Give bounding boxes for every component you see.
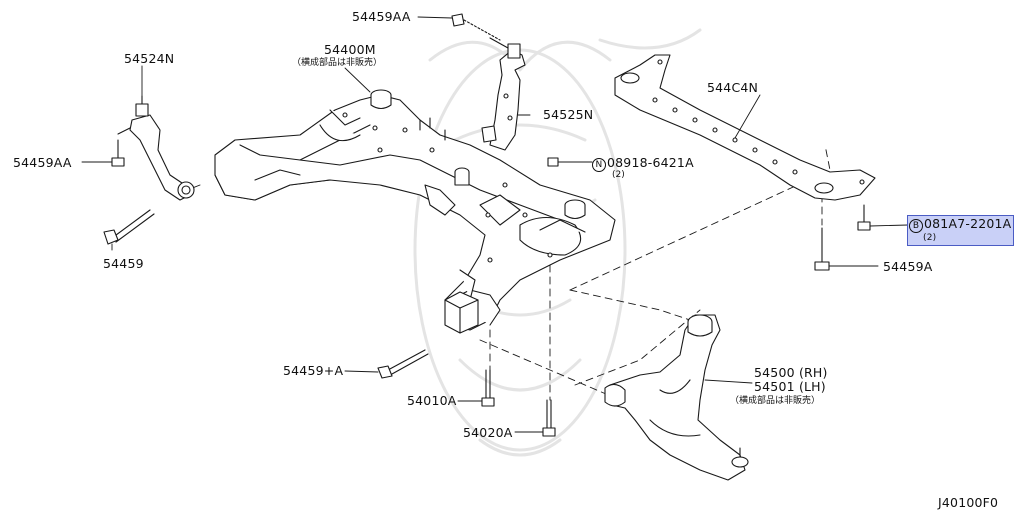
- label-54459-plus-A[interactable]: 54459+A: [283, 363, 344, 378]
- bolt-54459-plus-A: [377, 349, 429, 379]
- bolt-54020A: [542, 399, 556, 437]
- label-54459A[interactable]: 54459A: [883, 259, 933, 274]
- stabilizer-link-54524N: [117, 95, 195, 201]
- bolt-54459A: [814, 227, 830, 271]
- b-circle-icon: B: [909, 219, 923, 233]
- label-54459AA-left[interactable]: 54459AA: [13, 155, 72, 170]
- qty-081A7: (2): [923, 233, 937, 243]
- bolt-081A7-2201A: [857, 204, 871, 231]
- label-54501-lh[interactable]: 54501 (LH): [754, 379, 826, 394]
- label-544C4N[interactable]: 544C4N: [707, 80, 759, 95]
- label-54525N[interactable]: 54525N: [543, 107, 594, 122]
- label-54459AA-top[interactable]: 54459AA: [352, 9, 411, 24]
- label-54524N[interactable]: 54524N: [124, 51, 175, 66]
- label-081A7-text: 081A7-2201A: [924, 216, 1012, 231]
- reinforcement-bar-544C4N: [614, 54, 876, 201]
- label-54400M[interactable]: 54400M: [324, 42, 376, 57]
- diagram-code: J40100F0: [938, 495, 999, 510]
- bolt-54459AA-left: [111, 139, 125, 167]
- n-circle-icon: N: [592, 158, 606, 172]
- front-suspension-member: [214, 89, 616, 334]
- callout-leaders: [81, 16, 909, 433]
- bolt-54459: [103, 209, 155, 245]
- label-08918-text: 08918-6421A: [607, 155, 694, 170]
- transverse-link-54500: [604, 314, 749, 481]
- label-54500-rh[interactable]: 54500 (RH): [754, 365, 828, 380]
- bracket-54525N: [451, 13, 526, 151]
- note-5450x: （横成部品は非販売）: [730, 396, 821, 406]
- label-54010A[interactable]: 54010A: [407, 393, 457, 408]
- nut-08918-6421A: [547, 157, 559, 167]
- qty-08918: (2): [612, 170, 625, 180]
- label-54020A[interactable]: 54020A: [463, 425, 513, 440]
- label-54459[interactable]: 54459: [103, 256, 144, 271]
- note-54400M: （横成部品は非販売）: [292, 58, 383, 68]
- bolt-54010A: [481, 369, 495, 407]
